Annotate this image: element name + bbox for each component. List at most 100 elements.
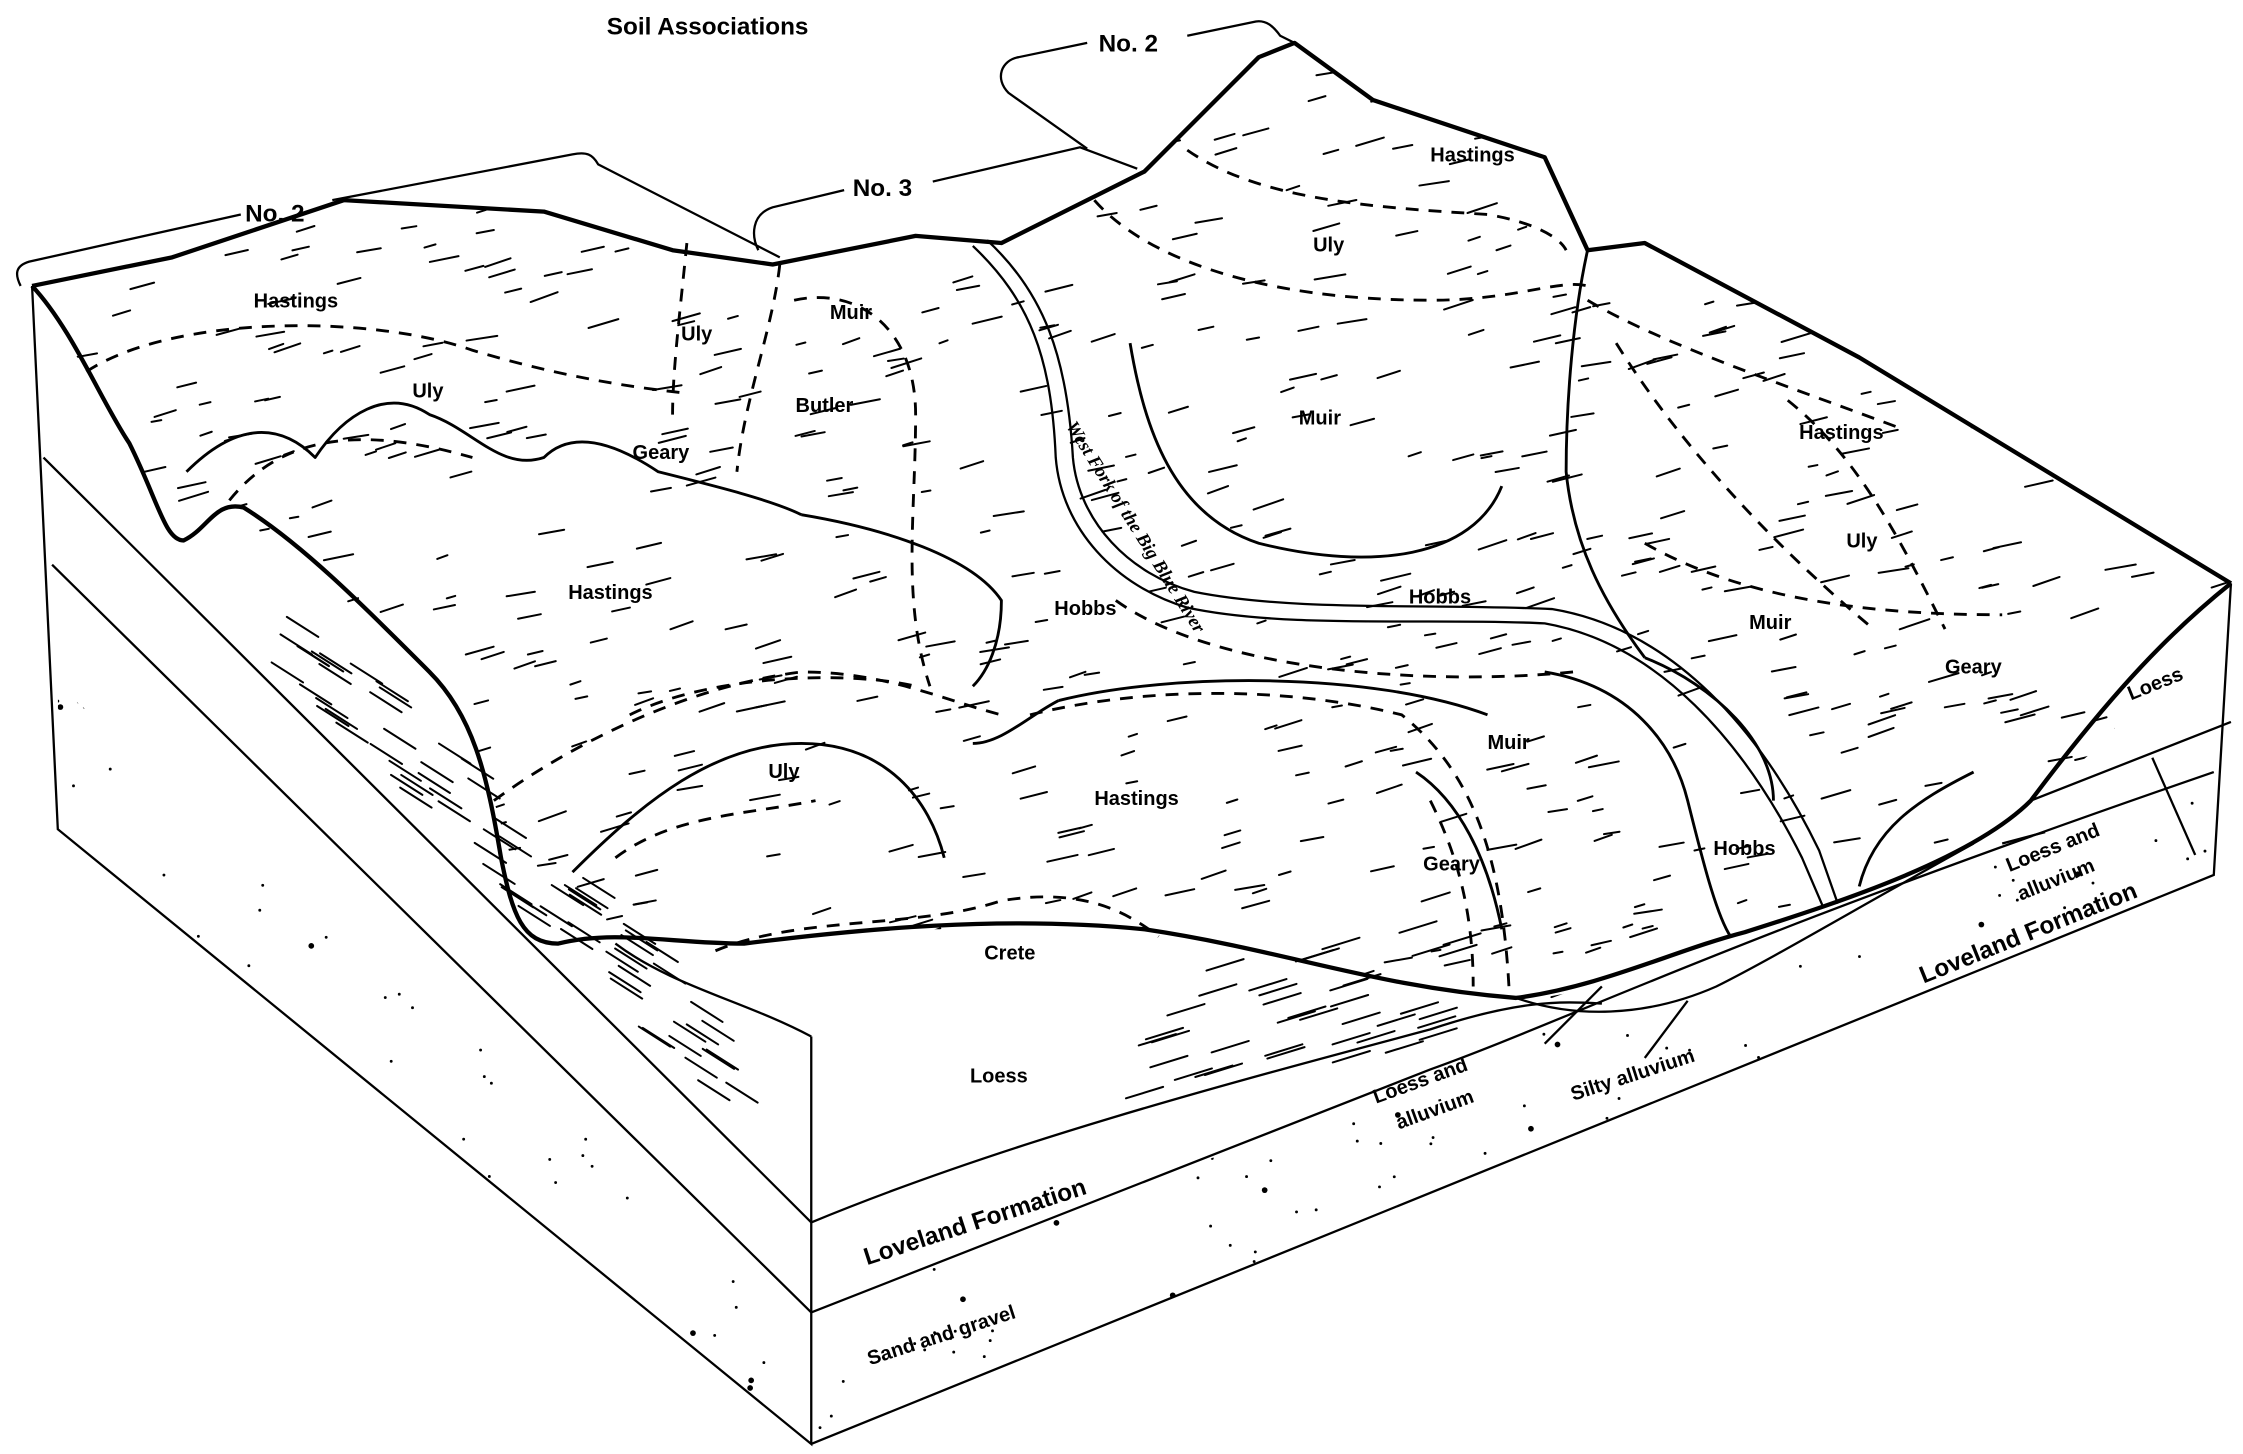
hatch-stroke bbox=[238, 136, 260, 146]
gravel-dot bbox=[2024, 862, 2028, 866]
gravel-dot bbox=[126, 1028, 130, 1032]
soil-label: Geary bbox=[1945, 656, 2003, 678]
gravel-dot bbox=[2189, 1040, 2193, 1044]
hatch-stroke bbox=[2041, 120, 2070, 129]
hatch-stroke bbox=[1044, 899, 1062, 905]
loess-stroke bbox=[517, 904, 551, 927]
gravel-dot bbox=[396, 799, 400, 802]
hatch-stroke bbox=[1924, 781, 1943, 787]
gravel-dot bbox=[582, 802, 586, 806]
hatch-stroke bbox=[340, 1022, 355, 1025]
hatch-stroke bbox=[811, 907, 832, 916]
gravel-dot bbox=[686, 1040, 690, 1044]
hatch-stroke bbox=[1069, 437, 1086, 444]
hatch-stroke bbox=[422, 341, 444, 348]
gravel-dot bbox=[913, 1342, 917, 1346]
hatch-stroke bbox=[1890, 919, 1903, 925]
hatch-stroke bbox=[669, 102, 686, 110]
gravel-dot bbox=[995, 1405, 1001, 1412]
gravel-dot bbox=[1252, 1260, 1256, 1263]
hatch-stroke bbox=[1500, 762, 1530, 773]
gravel-dot bbox=[264, 786, 268, 790]
gravel-dot bbox=[196, 934, 200, 938]
gravel-dot bbox=[1819, 1292, 1823, 1296]
soil-label: Hastings bbox=[1430, 145, 1514, 167]
loess-stroke bbox=[1294, 949, 1335, 963]
gravel-dot bbox=[1169, 1292, 1176, 1299]
gravel-dot bbox=[1153, 729, 1157, 733]
hatch-stroke bbox=[1478, 647, 1502, 656]
hatch-stroke bbox=[849, 398, 881, 406]
hatch-stroke bbox=[1011, 188, 1037, 196]
gravel-dot bbox=[2176, 1287, 2180, 1291]
gravel-dot bbox=[472, 963, 476, 967]
hatch-stroke bbox=[1807, 464, 1819, 468]
loess-stroke bbox=[493, 816, 528, 839]
hatch-stroke bbox=[1542, 26, 1569, 33]
gravel-dot bbox=[324, 935, 328, 939]
gravel-dot bbox=[1615, 1232, 1622, 1239]
gravel-dot bbox=[746, 1109, 753, 1115]
loess-stroke bbox=[672, 1020, 707, 1043]
hatch-stroke bbox=[1477, 539, 1508, 551]
hatch-stroke bbox=[974, 201, 1006, 212]
hatch-stroke bbox=[1942, 64, 1970, 75]
hatch-stroke bbox=[808, 369, 823, 375]
gravel-dot bbox=[112, 1156, 115, 1160]
hatch-stroke bbox=[902, 441, 914, 447]
soil-label: Uly bbox=[681, 323, 713, 345]
gravel-dot bbox=[416, 1303, 420, 1307]
hatch-stroke bbox=[1927, 672, 1960, 683]
hatch-stroke bbox=[111, 309, 132, 317]
gravel-dot bbox=[983, 807, 987, 811]
hatch-stroke bbox=[464, 645, 495, 656]
hatch-stroke bbox=[1746, 852, 1770, 859]
hatch-stroke bbox=[1593, 833, 1613, 842]
gravel-dot bbox=[1036, 804, 1040, 808]
gravel-dot bbox=[462, 1137, 466, 1141]
gravel-dot bbox=[1774, 1114, 1781, 1121]
gravel-dot bbox=[1554, 1041, 1561, 1048]
loess-stroke bbox=[375, 680, 409, 703]
loess-stroke bbox=[499, 883, 533, 906]
hatch-stroke bbox=[1658, 841, 1685, 848]
hatch-stroke bbox=[1241, 279, 1266, 285]
hatch-stroke bbox=[1526, 735, 1545, 743]
gravel-dot bbox=[934, 705, 938, 709]
hatch-stroke bbox=[339, 345, 361, 353]
hatch-stroke bbox=[1107, 412, 1122, 418]
gravel-dot bbox=[277, 1358, 281, 1362]
gravel-dot bbox=[1107, 1054, 1111, 1058]
loess-stroke bbox=[701, 1047, 736, 1070]
hatch-stroke bbox=[566, 268, 593, 276]
hatch-stroke bbox=[548, 853, 569, 861]
hatch-stroke bbox=[938, 116, 955, 122]
gravel-dot bbox=[169, 1010, 173, 1014]
gravel-dot bbox=[314, 747, 318, 751]
gravel-dot bbox=[242, 1174, 246, 1177]
hatch-stroke bbox=[2094, 716, 2108, 722]
gravel-dot bbox=[1025, 1120, 1029, 1124]
hatch-stroke bbox=[778, 775, 800, 782]
gravel-dot bbox=[1712, 1290, 1719, 1297]
hatch-stroke bbox=[400, 225, 418, 230]
hatch-stroke bbox=[1329, 26, 1346, 31]
hatch-stroke bbox=[2006, 289, 2035, 296]
loess-stroke bbox=[319, 652, 353, 675]
gravel-dot bbox=[1666, 804, 1670, 808]
gravel-dot bbox=[632, 755, 635, 759]
hatch-stroke bbox=[1139, 204, 1158, 211]
hatch-stroke bbox=[2149, 498, 2163, 504]
loess-stroke bbox=[1166, 1003, 1206, 1017]
hatch-stroke bbox=[1618, 100, 1634, 105]
hatch-stroke bbox=[622, 61, 652, 72]
gravel-dot bbox=[2146, 1446, 2149, 1449]
hatch-stroke bbox=[749, 793, 781, 802]
gravel-dot bbox=[1075, 1130, 1082, 1137]
hatch-stroke bbox=[357, 705, 385, 714]
gravel-dot bbox=[157, 1281, 161, 1285]
gravel-dot bbox=[411, 1006, 414, 1010]
soil-label: Crete bbox=[984, 942, 1035, 964]
hatch-stroke bbox=[1686, 129, 1705, 137]
hatch-stroke bbox=[150, 419, 163, 423]
